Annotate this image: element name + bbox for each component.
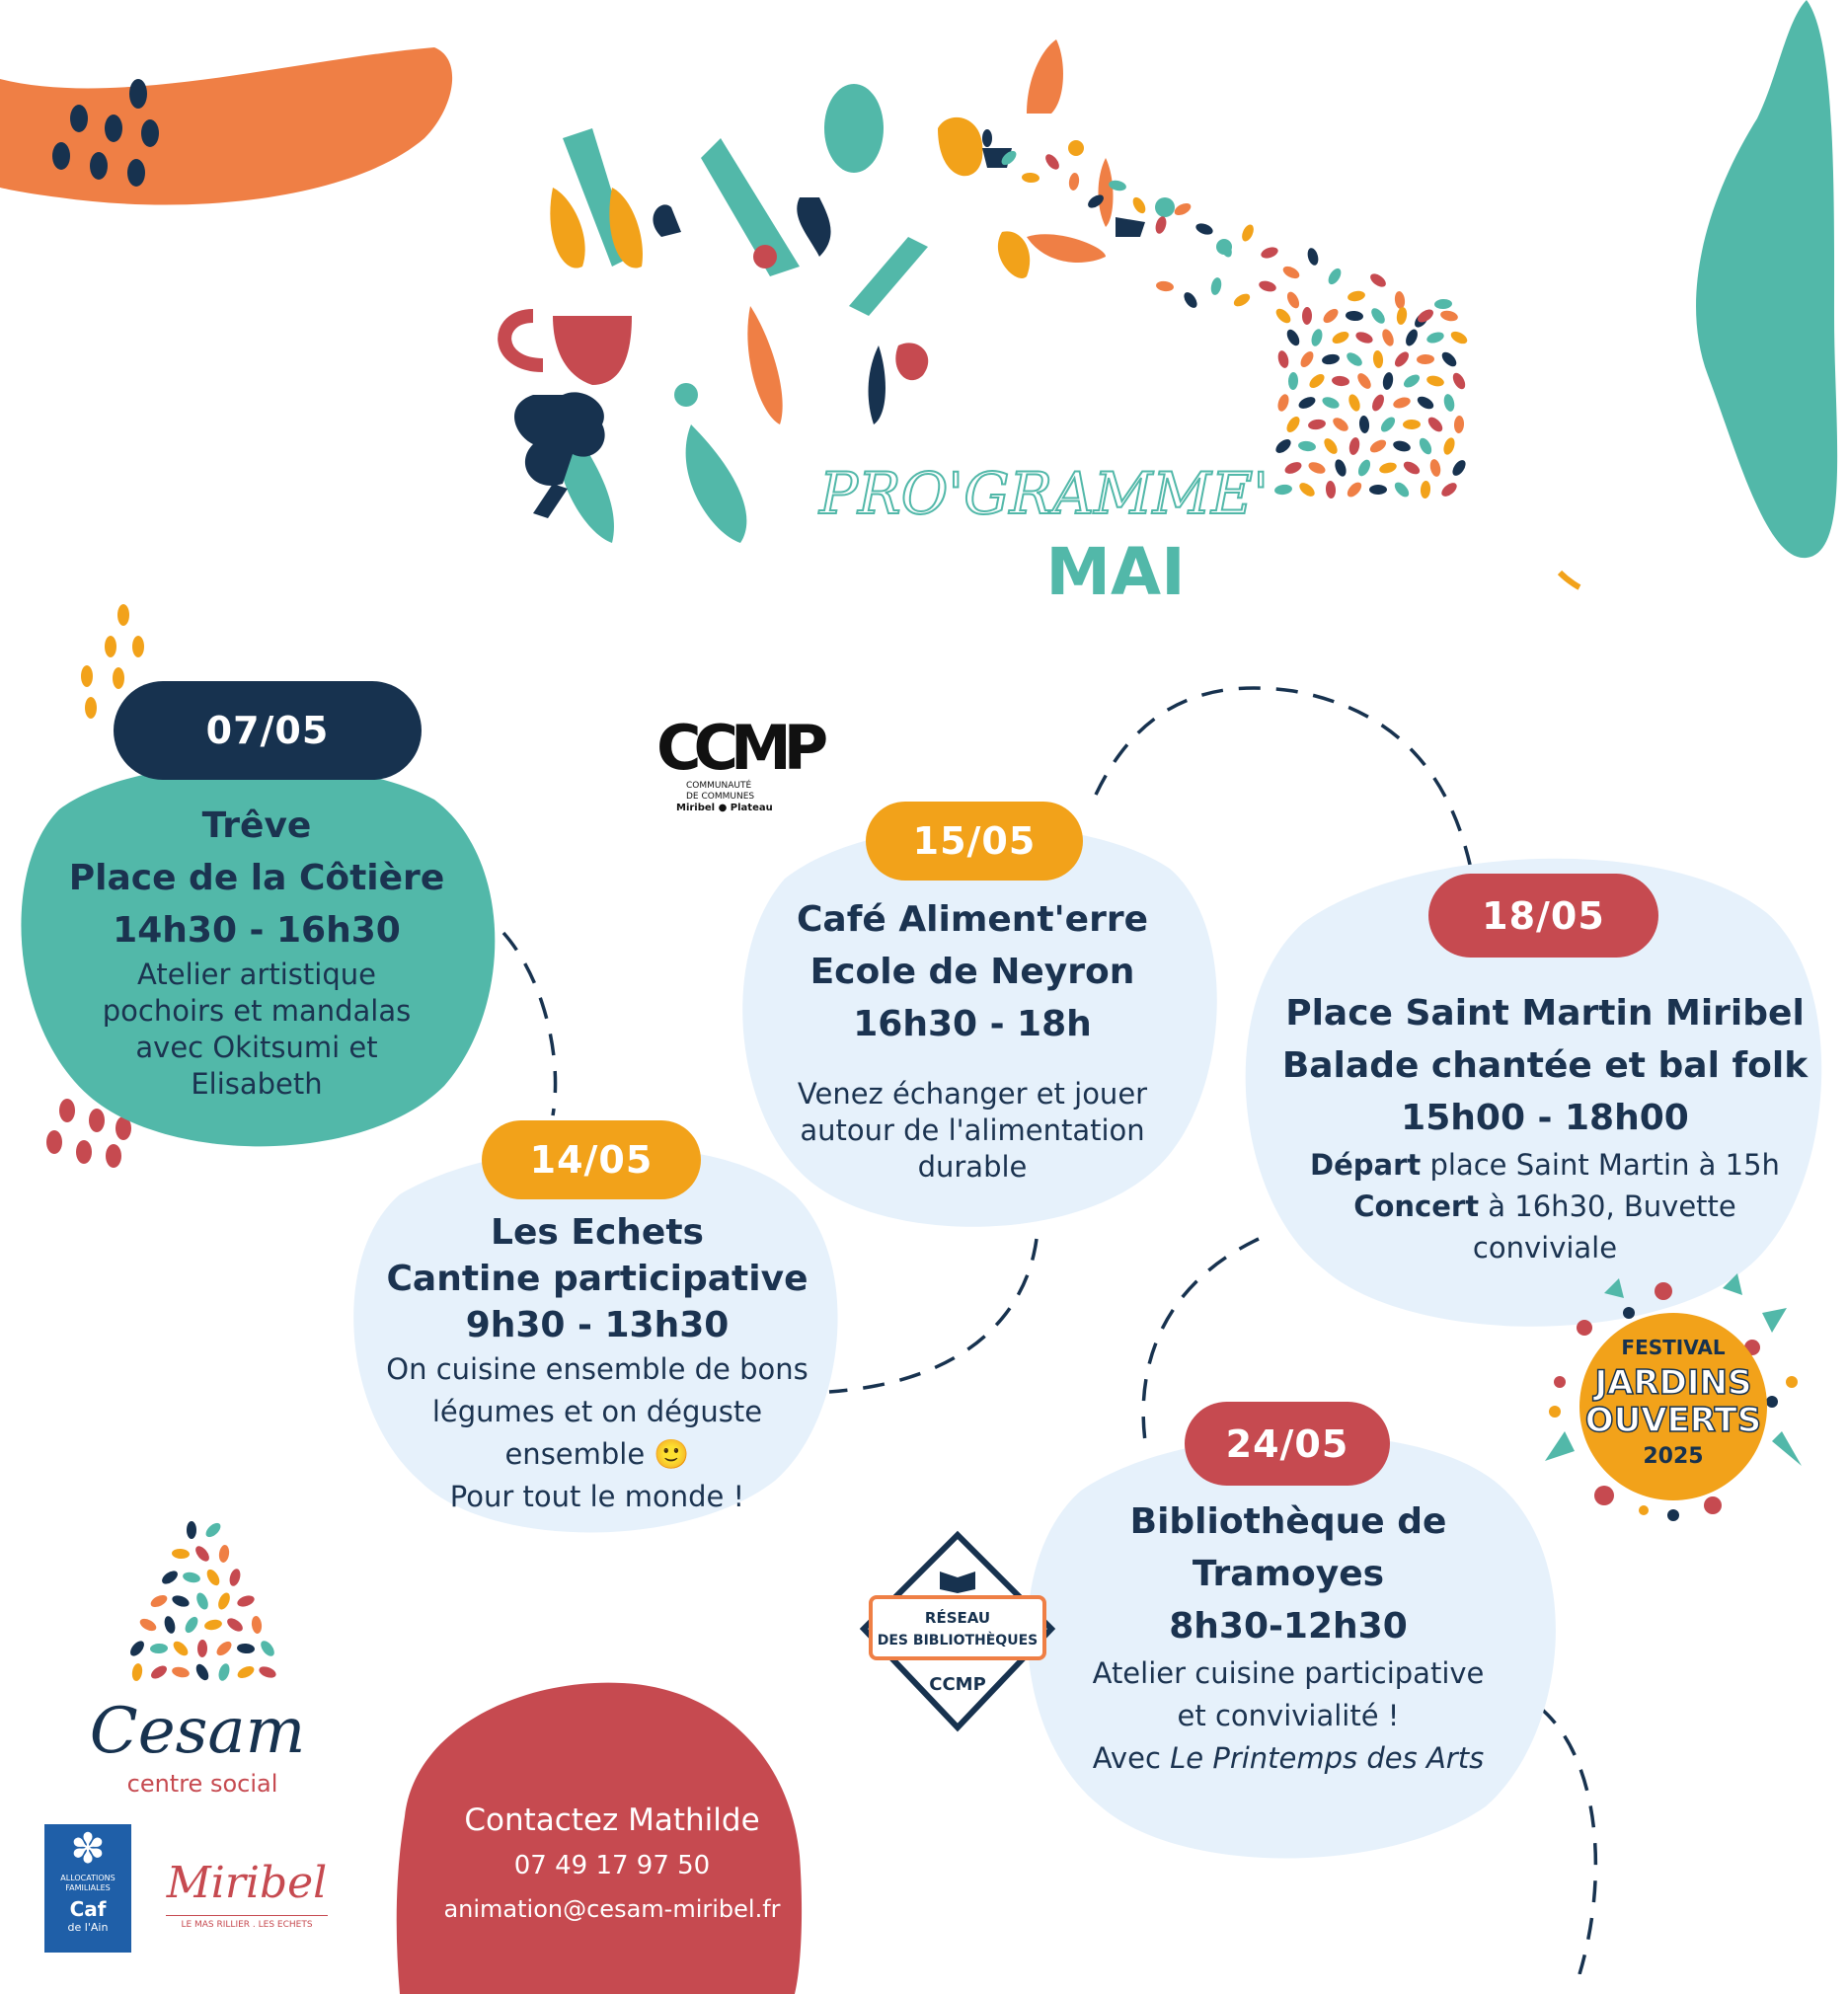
decorative-teal-blob (1696, 0, 1838, 559)
decorative-red-dots (46, 1099, 131, 1168)
contact-block: Contactez Mathilde 07 49 17 97 50 animat… (415, 1797, 809, 1931)
caf-logo: ✽ ALLOCATIONS FAMILIALES Caf de l'Ain (44, 1824, 131, 1953)
program-script-title: PRO'GRAMME' (818, 460, 1269, 527)
event-blob-lightblue-3 (353, 1146, 838, 1533)
ccmp-logo: CCMP COMMUNAUTÉ DE COMMUNES Miribel ● Pl… (656, 712, 828, 814)
event-blob-teal (21, 763, 496, 1147)
cesam-logo: Cesam centre social (90, 1521, 306, 1798)
cesam-sub: centre social (127, 1770, 278, 1798)
date-badge-1405: 14/05 (482, 1120, 701, 1199)
event-1505: Café Aliment'erre Ecole de Neyron 16h30 … (797, 899, 1148, 1184)
miribel-logo: Miribel LE MAS RILLIER . LES ECHETS (166, 1858, 328, 1930)
festival-year: 2025 (1643, 1444, 1703, 1469)
event-blob-lightblue-2 (1245, 858, 1822, 1327)
decorative-orange-blob (0, 47, 453, 205)
date-badge-0705: 07/05 (114, 681, 422, 780)
ccmp-letters: CCMP (656, 712, 828, 784)
festival-jardins-ouverts-logo: FESTIVAL JARDINS OUVERTS 2025 (1545, 1273, 1802, 1521)
month-title: MAI (1045, 534, 1186, 610)
event-blob-lightblue-1 (742, 825, 1217, 1227)
date-badge-1805: 18/05 (1428, 874, 1658, 958)
svg-text:RÉSEAU: RÉSEAU (925, 1608, 990, 1627)
event-1405: Les Echets Cantine participative 9h30 - … (386, 1212, 808, 1513)
header-illustration: PRO'GRAMME' (498, 39, 1581, 590)
festival-top: FESTIVAL (1621, 1336, 1725, 1359)
reseau-bibliotheques-logo: RÉSEAU DES BIBLIOTHÈQUES CCMP (859, 1530, 1056, 1732)
caf-emblem-icon: ✽ (70, 1824, 106, 1873)
confetti-petals (982, 129, 1468, 498)
book-icon (940, 1572, 975, 1593)
contact-email[interactable]: animation@cesam-miribel.fr (443, 1895, 781, 1923)
event-2405: Bibliothèque de Tramoyes 8h30-12h30 Atel… (1092, 1501, 1485, 1775)
event-blob-lightblue-4 (1027, 1434, 1556, 1859)
cesam-name: Cesam (90, 1695, 306, 1768)
contact-phone[interactable]: 07 49 17 97 50 (513, 1851, 711, 1880)
svg-text:DES BIBLIOTHÈQUES: DES BIBLIOTHÈQUES (878, 1632, 1038, 1649)
contact-title: Contactez Mathilde (464, 1802, 760, 1838)
decorative-orange-dots (81, 604, 144, 719)
svg-text:CCMP: CCMP (929, 1674, 986, 1695)
date-badge-1505: 15/05 (866, 802, 1083, 881)
contact-blob (396, 1682, 803, 1994)
date-badge-2405: 24/05 (1185, 1402, 1390, 1486)
event-0705: Trêve Place de la Côtière 14h30 - 16h30 … (68, 805, 445, 1101)
festival-line1: JARDINS (1593, 1363, 1752, 1403)
event-1805: Place Saint Martin Miribel Balade chanté… (1281, 993, 1809, 1265)
festival-line2: OUVERTS (1585, 1401, 1761, 1440)
